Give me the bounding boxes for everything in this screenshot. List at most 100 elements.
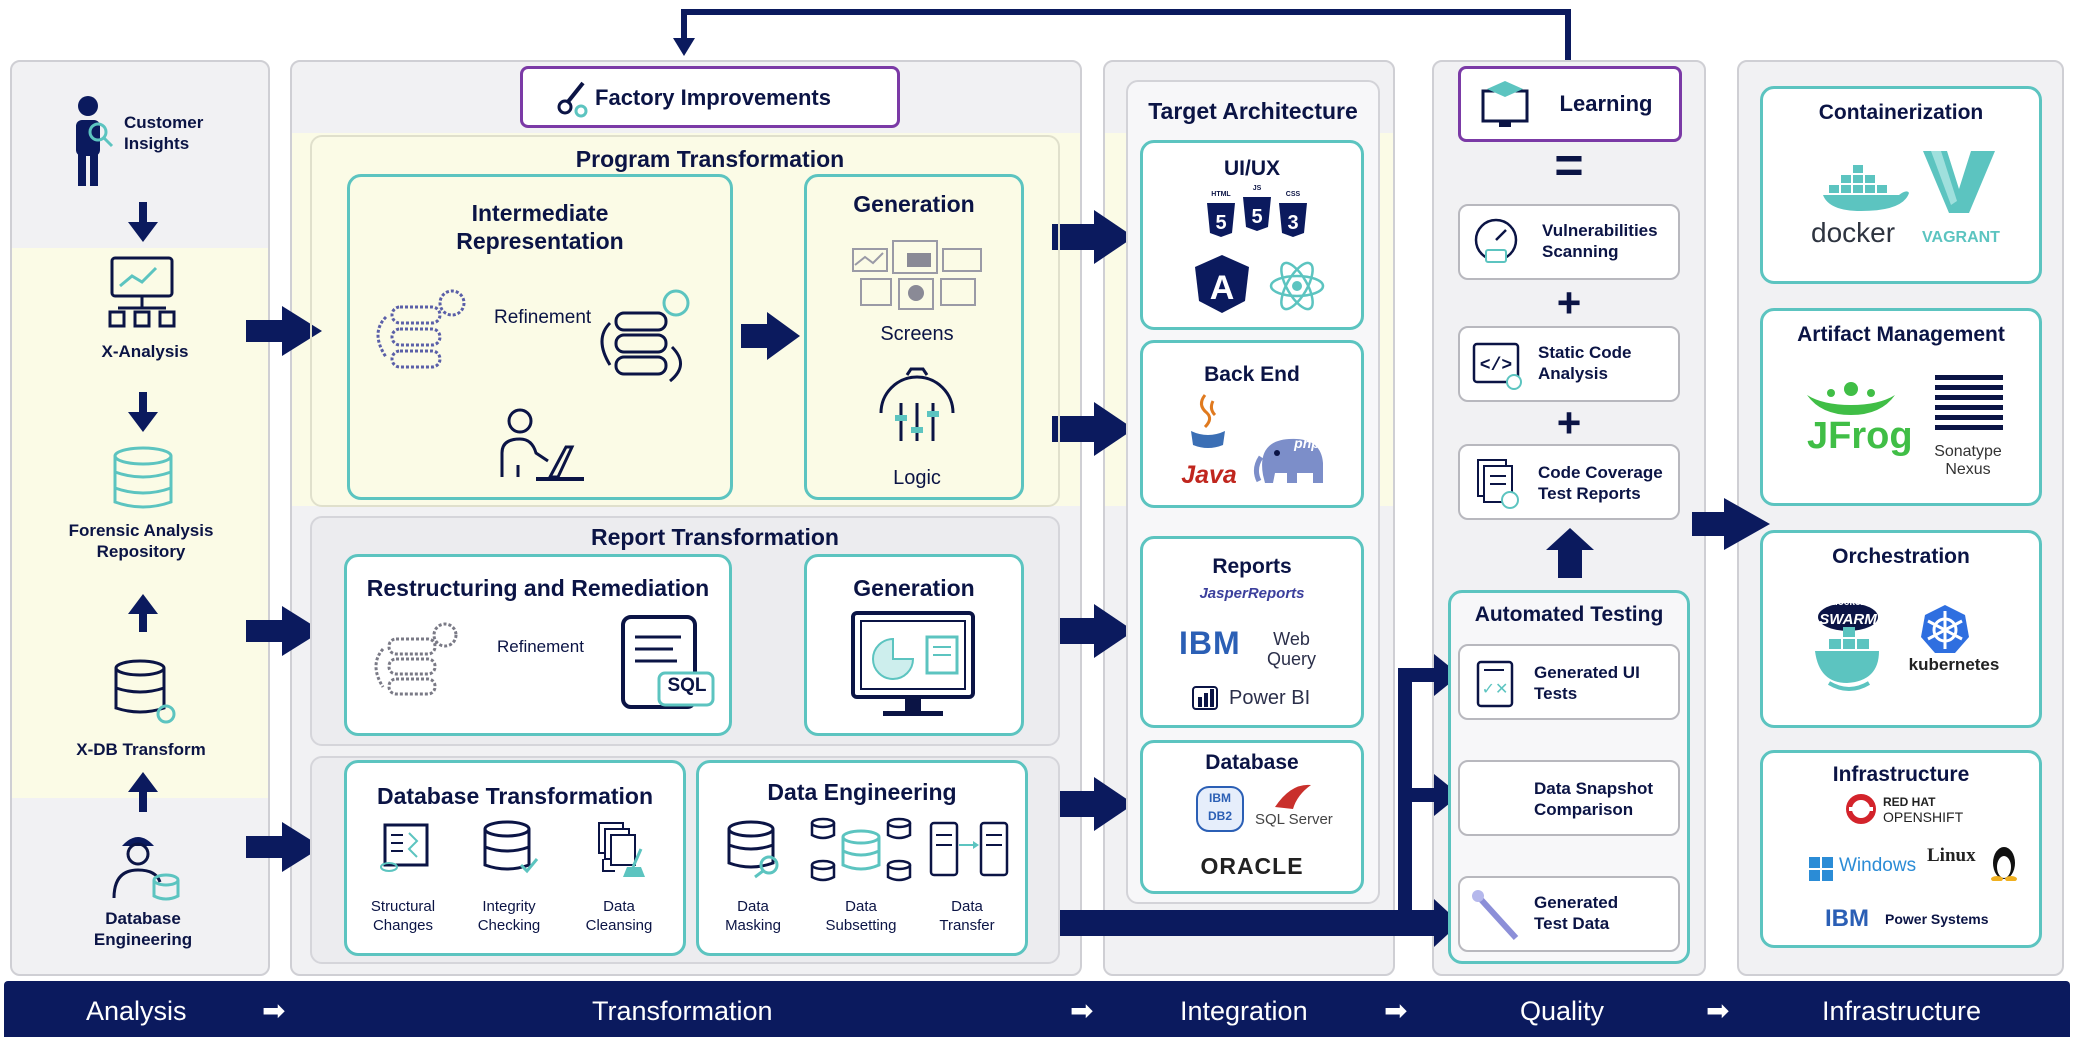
sql-server-logo-icon (1271, 781, 1315, 811)
svg-text:✓✕: ✓✕ (1482, 681, 1509, 698)
sql-document-icon (615, 611, 719, 717)
forensic-repository-label: Forensic Analysis Repository (68, 521, 214, 561)
refactor-stack-before-icon (362, 277, 472, 387)
vagrant-v-icon (1917, 149, 2001, 215)
xdb-database-gear-icon (110, 656, 180, 726)
footer-arrow-3-icon: ➡ (1384, 995, 1408, 1026)
magic-wand-icon (1468, 886, 1524, 946)
swarm-label: SWARM (1819, 611, 1877, 628)
static-code-analysis-label: Static Code Analysis (1538, 343, 1632, 383)
online-learning-icon (1479, 77, 1535, 133)
data-engineering-card: Data Engineering Data Masking Data Subse… (696, 760, 1028, 956)
power-systems-label: Power Systems (1885, 911, 1989, 927)
db2-label: DB2 (1207, 809, 1232, 823)
data-transfer-label: Data Transfer (939, 898, 995, 934)
customer-person-icon (62, 92, 118, 188)
footer-arrow-2-icon: ➡ (1070, 995, 1094, 1026)
data-masking-icon (725, 819, 783, 879)
learning-label: Learning (1559, 91, 1653, 116)
generated-test-data-box: Generated Test Data (1458, 876, 1680, 952)
screens-label: Screens (880, 323, 954, 345)
static-code-analysis-box: </> Static Code Analysis (1458, 326, 1680, 402)
css3-shield-icon: 3 (1277, 199, 1309, 239)
linux-label: Linux (1927, 845, 1976, 866)
database-transformation-title: Database Transformation (376, 783, 654, 809)
power-bi-icon (1189, 681, 1221, 713)
target-architecture-title: Target Architecture (1148, 98, 1358, 124)
docker-swarm-icon (1809, 599, 1887, 695)
windows-logo-icon (1807, 855, 1835, 883)
report-refactor-stack-icon (361, 605, 465, 709)
x-analysis-chart-icon (104, 254, 180, 330)
containerization-card: Containerization docker VAGRANT (1760, 86, 2042, 284)
jfrog-splash-icon (1801, 375, 1901, 419)
containerization-title: Containerization (1818, 101, 1984, 124)
ui-test-clipboard-icon: ✓✕ (1474, 658, 1518, 710)
sonatype-stack-icon (1933, 373, 2005, 439)
structural-changes-label: Structural Changes (370, 898, 436, 934)
db2-logo-icon (1195, 785, 1245, 833)
database-target-title: Database (1205, 751, 1299, 774)
jfrog-wordmark: JFrog (1807, 415, 1913, 457)
angular-logo-icon: A (1191, 253, 1253, 315)
generated-ui-tests-label: Generated UI Tests (1534, 663, 1640, 703)
svg-text:5: 5 (1215, 212, 1226, 234)
speedometer-code-icon (1470, 216, 1522, 270)
artifact-management-card: Artifact Management JFrog Sonatype Nexus (1760, 308, 2042, 506)
ir-refinement-label: Refinement (494, 307, 592, 328)
data-engineering-title: Data Engineering (767, 779, 957, 805)
tux-penguin-icon (1989, 841, 2019, 881)
program-generation-card: Generation Screens Logic (804, 174, 1024, 500)
program-transformation-panel (310, 135, 1060, 507)
windows-label: Windows (1839, 855, 1917, 876)
data-transfer-icon (927, 819, 1011, 879)
learning-pill: Learning (1458, 66, 1682, 142)
js-tag-label: JS (1252, 185, 1262, 192)
report-transformation-title: Report Transformation (591, 524, 839, 550)
footer-transformation-label: Transformation (592, 996, 773, 1026)
factory-improvements-pill: Factory Improvements (520, 66, 900, 128)
footer-infrastructure-label: Infrastructure (1822, 996, 1982, 1026)
integrity-checking-label: Integrity Checking (477, 898, 541, 934)
css-tag-label: CSS (1285, 191, 1301, 198)
artifact-management-title: Artifact Management (1797, 323, 2005, 346)
restructuring-remediation-card: Restructuring and Remediation Refinement… (344, 554, 732, 736)
developer-laptop-icon (496, 405, 588, 485)
back-end-card: Back End Java php (1140, 340, 1364, 508)
data-subsetting-label: Data Subsetting (825, 898, 897, 934)
svg-text:5: 5 (1251, 206, 1262, 228)
repository-database-icon (110, 446, 176, 512)
program-generation-title: Generation (853, 191, 975, 217)
back-end-title: Back End (1204, 363, 1300, 386)
svg-text:3: 3 (1287, 212, 1298, 234)
x-analysis-label: X-Analysis (101, 342, 189, 361)
web-query-label: Web Query (1267, 629, 1317, 669)
orchestration-title: Orchestration (1832, 545, 1970, 568)
customer-insights-label: Customer Insights (124, 113, 204, 153)
php-elephant-icon (1253, 429, 1329, 487)
html5-shield-icon: 5 (1205, 199, 1237, 239)
ibm-logo: IBM (1179, 625, 1241, 661)
intermediate-representation-card: Intermediate Representation Refinement (347, 174, 733, 500)
footer-arrow-4-icon: ➡ (1706, 995, 1730, 1026)
factory-improvements-label: Factory Improvements (595, 85, 831, 110)
kubernetes-wordmark: kubernetes (1908, 655, 2000, 674)
php-label: php (1294, 435, 1320, 451)
power-bi-label: Power BI (1229, 687, 1311, 709)
redhat-label: RED HAT (1883, 795, 1936, 809)
jasperreports-logo: JasperReports (1199, 585, 1305, 602)
data-subsetting-icon (809, 815, 913, 887)
svg-text:A: A (1210, 269, 1235, 307)
footer-quality-label: Quality (1520, 996, 1605, 1026)
footer-arrow-1-icon: ➡ (262, 995, 286, 1026)
program-transformation-title: Program Transformation (575, 146, 845, 172)
orchestration-card: Orchestration docker SWARM kubernetes (1760, 530, 2042, 728)
db2-ibm-label: IBM (1209, 791, 1231, 805)
report-monitor-chart-icon (847, 609, 979, 729)
vagrant-wordmark: VAGRANT (1922, 229, 2000, 246)
logic-label: Logic (893, 467, 941, 489)
java-cup-icon (1183, 391, 1233, 457)
swarm-top-label: docker (1831, 597, 1865, 608)
integrity-checking-icon (481, 819, 541, 879)
data-masking-label: Data Masking (725, 898, 781, 934)
